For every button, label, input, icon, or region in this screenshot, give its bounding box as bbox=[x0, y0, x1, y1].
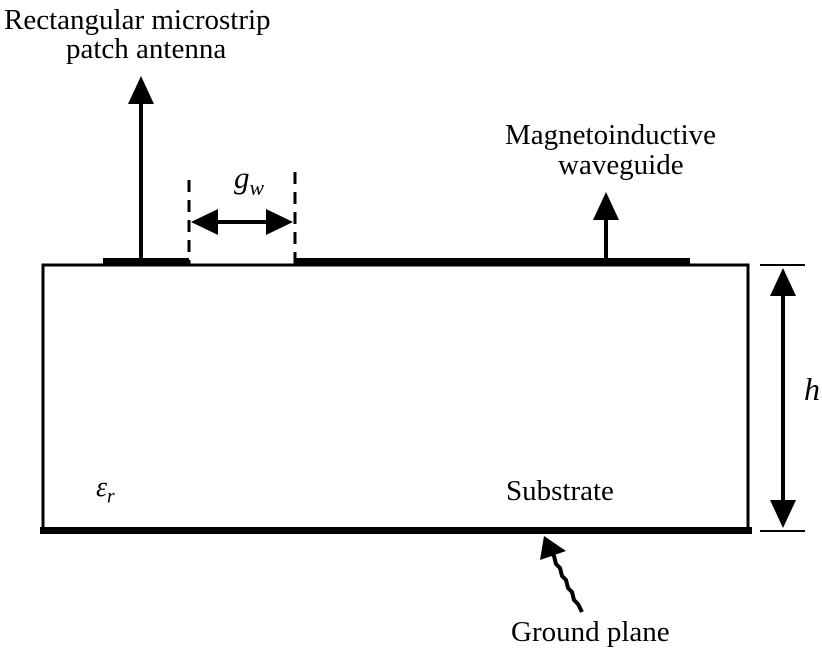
waveguide-label-line1: Magnetoinductive bbox=[505, 119, 717, 151]
permittivity-symbol: ε bbox=[96, 472, 108, 503]
ground-plane-strip bbox=[40, 527, 752, 534]
gap-arrow-head-right bbox=[266, 209, 293, 235]
height-arrow-head-bottom bbox=[770, 500, 796, 528]
permittivity-label: εr bbox=[96, 472, 115, 509]
substrate-block bbox=[41, 263, 750, 532]
antenna-label-line1: Rectangular microstrip bbox=[4, 4, 271, 36]
gap-subscript: w bbox=[249, 176, 264, 201]
waveguide-label-line2: waveguide bbox=[558, 149, 684, 181]
height-arrow-head-top bbox=[770, 268, 796, 296]
permittivity-subscript: r bbox=[107, 486, 115, 508]
gap-arrow-head-left bbox=[191, 209, 218, 235]
patch-antenna-strip bbox=[103, 258, 189, 266]
ground-plane-label: Ground plane bbox=[511, 616, 670, 648]
gap-symbol: g bbox=[234, 160, 250, 195]
waveguide-arrow-head bbox=[593, 192, 619, 220]
antenna-label-line2: patch antenna bbox=[66, 33, 227, 65]
height-label: h bbox=[804, 371, 820, 407]
ground-plane-arrow-head bbox=[540, 536, 566, 560]
gap-width-label: gw bbox=[234, 160, 264, 201]
substrate-label: Substrate bbox=[506, 475, 614, 507]
antenna-arrow-head bbox=[128, 76, 154, 104]
waveguide-strip bbox=[295, 258, 690, 266]
ground-plane-pointer-arrow bbox=[549, 550, 584, 613]
